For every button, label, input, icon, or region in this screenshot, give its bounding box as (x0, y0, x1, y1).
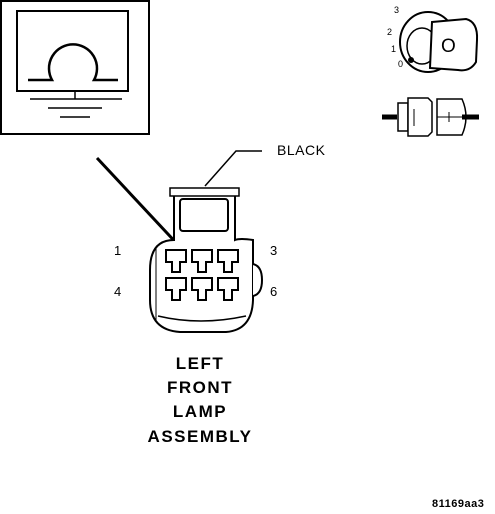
pin-label-3: 3 (270, 243, 278, 258)
wire-color-label: BLACK (277, 142, 326, 158)
disconnect-connector-icon (382, 97, 479, 137)
ignition-position-2: 2 (387, 27, 392, 37)
pin-cavity-1 (165, 249, 187, 273)
pin-cavity-6 (217, 277, 239, 301)
ignition-position-0: 0 (398, 59, 403, 69)
ignition-position-1: 1 (391, 44, 396, 54)
component-title-line-2: FRONT (166, 378, 234, 397)
pin-label-4: 4 (114, 284, 122, 299)
connector-latch (179, 198, 229, 232)
connector-face (149, 187, 264, 333)
component-title-line-4: ASSEMBLY (147, 427, 253, 446)
omega-symbol (28, 43, 118, 82)
component-title-line-1: LEFT (175, 354, 225, 373)
key-label: O (441, 36, 456, 57)
wire-color-leader-line (204, 150, 262, 187)
pin-label-6: 6 (270, 284, 278, 299)
ohmmeter-icon (0, 0, 150, 135)
pin-cavity-4 (165, 277, 187, 301)
pin-label-1: 1 (114, 243, 122, 258)
pin-cavity-5 (191, 277, 213, 301)
pin-cavity-3 (217, 249, 239, 273)
figure-id: 81169aa3 (432, 498, 485, 510)
ignition-switch-icon: 3 2 1 0 O (387, 5, 479, 73)
ignition-position-3: 3 (394, 5, 399, 15)
pin-cavity-2 (191, 249, 213, 273)
component-title-line-3: LAMP (172, 402, 228, 421)
